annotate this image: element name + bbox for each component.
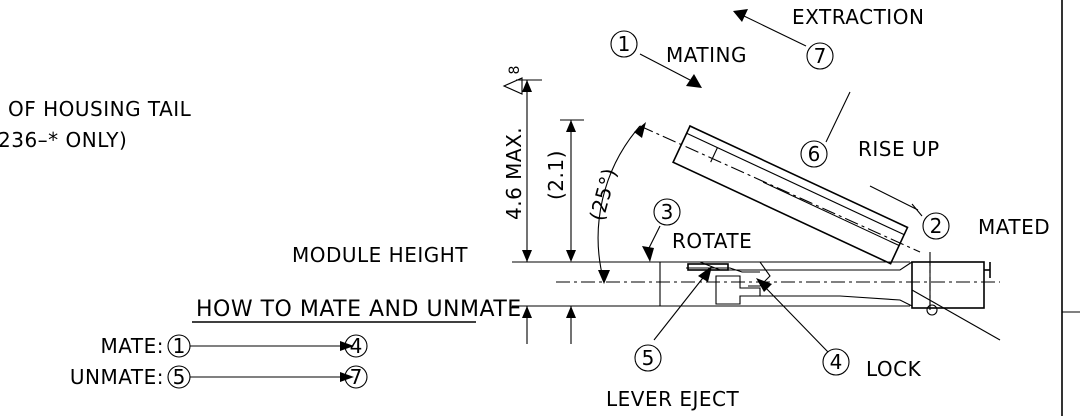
- mate-to-step: 4: [344, 334, 368, 358]
- step-1-marker: 1: [610, 30, 638, 58]
- module-height-arrow-bottom: [522, 306, 532, 318]
- svg-text:5: 5: [173, 365, 186, 389]
- svg-text:5: 5: [642, 346, 655, 370]
- rotate-leader: [647, 225, 661, 251]
- step-5-marker: 5: [634, 344, 662, 372]
- angle-arrow-top: [634, 122, 646, 138]
- svg-text:3: 3: [661, 200, 674, 224]
- procedure-title: HOW TO MATE AND UNMATE: [196, 297, 522, 322]
- step-4-marker: 4: [822, 348, 850, 376]
- unmate-to-step: 7: [344, 365, 368, 389]
- housing-tail-note-line1: OF HOUSING TAIL: [8, 97, 192, 121]
- note-flag-icon: 8: [502, 66, 523, 95]
- svg-text:4: 4: [830, 350, 843, 374]
- svg-text:1: 1: [173, 334, 186, 358]
- step2-leader: [869, 185, 919, 211]
- extraction-label: EXTRACTION: [792, 5, 924, 29]
- max-height-arrow: [522, 80, 532, 92]
- unmate-label: UNMATE:: [70, 365, 164, 389]
- ref-height-arrow-top: [566, 250, 576, 262]
- unmate-from-step: 5: [167, 365, 191, 389]
- lock-label: LOCK: [866, 357, 922, 381]
- step-2-marker: 2: [922, 212, 950, 240]
- svg-text:8: 8: [507, 66, 523, 75]
- ref-height-arrow: [566, 120, 576, 132]
- rise-up-leader: [825, 91, 851, 143]
- rotate-label: ROTATE: [672, 229, 752, 253]
- mate-label: MATE:: [101, 334, 164, 358]
- module-height-arrow-top: [522, 250, 532, 262]
- step-3-marker: 3: [653, 198, 681, 226]
- step-6-marker: 6: [800, 140, 828, 168]
- step-7-marker: 7: [806, 42, 834, 70]
- extraction-arrow-line: [743, 15, 807, 47]
- rise-up-label: RISE UP: [858, 137, 940, 161]
- mating-arrow-line: [639, 53, 691, 81]
- unmate-arrow-head: [340, 372, 354, 382]
- module-tilt-centerline: [639, 125, 921, 253]
- max-height-dimension: 4.6 MAX.: [502, 127, 526, 220]
- lever-eject-label: LEVER EJECT: [606, 387, 739, 411]
- lever-eject-arrow-head: [698, 266, 712, 282]
- rotate-arrow-head: [642, 246, 654, 262]
- mate-arrow-head: [340, 341, 354, 351]
- svg-text:7: 7: [814, 44, 827, 68]
- lock-leader: [761, 283, 829, 353]
- extraction-arrow-head: [733, 9, 748, 22]
- svg-text:4: 4: [350, 334, 363, 358]
- mating-arrow-head: [686, 74, 702, 88]
- connector-housing: [640, 252, 1001, 341]
- module-height-label: MODULE HEIGHT: [292, 243, 468, 267]
- svg-text:7: 7: [350, 365, 363, 389]
- angle-arc: [597, 125, 641, 283]
- step2-leader-tick: [911, 203, 923, 217]
- tilted-module: [672, 124, 909, 265]
- mated-label: MATED: [978, 215, 1050, 239]
- lock-arrow-head: [756, 278, 772, 292]
- housing-tail-note-line2: 236–* ONLY): [0, 128, 127, 152]
- mating-label: MATING: [666, 43, 747, 67]
- angle-arrow-bottom: [598, 270, 610, 284]
- lever-eject-leader: [653, 273, 707, 341]
- ref-height-dimension: (2.1): [544, 150, 568, 200]
- ref-height-arrow-bottom: [566, 306, 576, 318]
- svg-text:1: 1: [618, 32, 631, 56]
- svg-text:6: 6: [808, 142, 821, 166]
- svg-text:2: 2: [930, 214, 943, 238]
- angle-dimension: (25°): [585, 165, 622, 223]
- mate-from-step: 1: [167, 334, 191, 358]
